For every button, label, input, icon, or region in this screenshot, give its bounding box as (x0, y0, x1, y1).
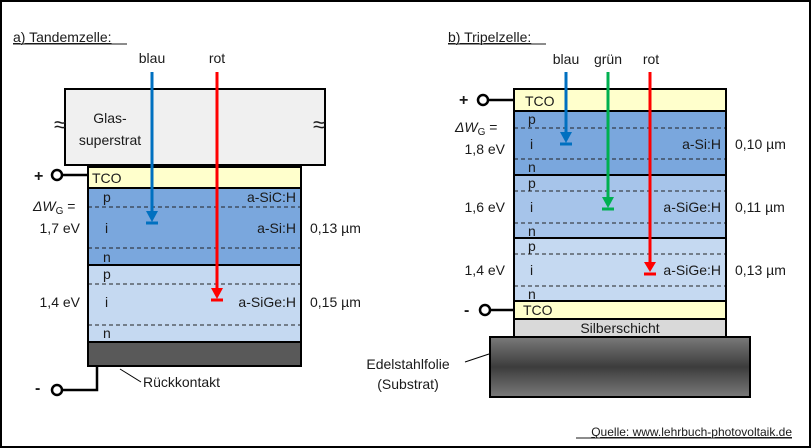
tandem-minus-terminal-icon (50, 383, 64, 397)
steel-substrate (489, 336, 751, 398)
triple-cell2-thickness: 0,11 µm (735, 199, 785, 215)
tandem-red-arrow-head-icon (211, 288, 223, 299)
tandem-cell-diagram: a) Tandemzelle: blau rot ≈ ≈ Glas- super… (13, 29, 361, 397)
triple-plus-sign: + (459, 92, 468, 109)
triple-label-gruen: grün (594, 51, 622, 67)
triple-green-arrow-head-icon (602, 197, 614, 208)
triple-cell1-thickness: 0,10 µm (735, 136, 786, 152)
triple-cell3-layer-p: p (528, 238, 536, 254)
silver-layer (514, 319, 726, 337)
tandem-bottom-bandgap: 1,4 eV (40, 294, 81, 310)
break-symbol-left: ≈ (54, 112, 66, 137)
triple-title: b) Tripelzelle: (448, 29, 531, 45)
triple-cell2-layer-i: i (530, 199, 533, 215)
tandem-top-bandgap: 1,7 eV (40, 220, 81, 236)
tandem-top-layer-n: n (103, 249, 111, 265)
tandem-top-layer-p: p (103, 189, 111, 205)
tandem-label-rot: rot (209, 50, 225, 66)
break-symbol-right: ≈ (313, 112, 325, 137)
triple-red-arrow-head-icon (644, 262, 656, 272)
tandem-title: a) Tandemzelle: (13, 29, 112, 45)
triple-cell-diagram: b) Tripelzelle: blau grün rot TCO p i n … (366, 29, 786, 398)
tandem-label-blau: blau (139, 50, 165, 66)
tandem-bottom-material-i: a-SiGe:H (238, 294, 296, 310)
triple-cell3-layer-i: i (530, 262, 533, 278)
tandem-minus-sign: - (35, 380, 40, 397)
triple-tco-top-label: TCO (525, 93, 555, 109)
triple-cell3-bandgap: 1,4 eV (465, 262, 506, 278)
tandem-bottom-cell (88, 265, 301, 342)
triple-tco-bottom-label: TCO (523, 302, 553, 318)
tandem-stack-outline (87, 166, 302, 367)
tandem-bottom-thickness: 0,15 µm (310, 294, 361, 310)
tandem-tco-label: TCO (92, 170, 122, 186)
triple-cell2-layer-n: n (528, 223, 536, 239)
back-contact-leader-line (119, 368, 142, 383)
tandem-plus-terminal-icon (50, 168, 64, 182)
tandem-bottom-layer-n: n (103, 325, 111, 341)
triple-cell1-material: a-Si:H (682, 136, 721, 152)
tandem-delta-wg-label: ΔWG = (32, 198, 75, 217)
tandem-top-material-p: a-SiC:H (247, 189, 296, 205)
triple-cell2-layer-p: p (528, 175, 536, 191)
tandem-top-thickness: 0,13 µm (310, 220, 361, 236)
triple-cell2-material: a-SiGe:H (663, 199, 721, 215)
substrate-leader-line (464, 353, 490, 363)
triple-cell-2 (514, 175, 726, 238)
triple-cell3-layer-n: n (528, 286, 536, 302)
triple-cell3-material: a-SiGe:H (663, 262, 721, 278)
tandem-bottom-layer-p: p (103, 266, 111, 282)
triple-label-blau: blau (553, 51, 579, 67)
triple-minus-terminal-icon (478, 303, 492, 317)
tandem-minus-wire (62, 366, 99, 392)
tandem-top-layer-i: i (105, 220, 108, 236)
tandem-top-material-i: a-Si:H (257, 220, 296, 236)
tandem-plus-sign: + (34, 168, 43, 185)
back-contact-label: Rückkontakt (143, 374, 220, 390)
triple-cell3-thickness: 0,13 µm (735, 262, 786, 278)
glass-superstrate (64, 88, 326, 166)
triple-cell1-layer-n: n (528, 159, 536, 175)
triple-plus-terminal-icon (476, 93, 490, 107)
glass-label-line2: superstrat (79, 132, 141, 148)
triple-cell1-layer-i: i (530, 136, 533, 152)
triple-blue-arrow-head-icon (560, 132, 572, 143)
back-contact-layer (88, 342, 301, 366)
triple-minus-sign: - (464, 302, 469, 319)
tandem-tco-layer (88, 167, 301, 188)
substrate-label-line1: Edelstahlfolie (366, 356, 449, 372)
triple-cell-1 (514, 111, 726, 175)
triple-delta-wg-label: ΔWG = (454, 119, 497, 138)
triple-cell1-layer-p: p (528, 111, 536, 127)
triple-tco-bottom-layer (514, 301, 726, 319)
tandem-bottom-layer-i: i (105, 294, 108, 310)
triple-cell1-bandgap: 1,8 eV (465, 141, 506, 157)
tandem-blue-arrow-head-icon (146, 211, 158, 222)
substrate-label-line2: (Substrat) (377, 376, 438, 392)
triple-label-rot: rot (643, 51, 659, 67)
triple-cell-3 (514, 238, 726, 301)
glass-label-line1: Glas- (93, 110, 127, 126)
silver-layer-label: Silberschicht (580, 320, 659, 336)
triple-cell2-bandgap: 1,6 eV (465, 199, 506, 215)
source-credit: Quelle: www.lehrbuch-photovoltaik.de (591, 425, 792, 439)
tandem-top-cell (88, 188, 301, 265)
